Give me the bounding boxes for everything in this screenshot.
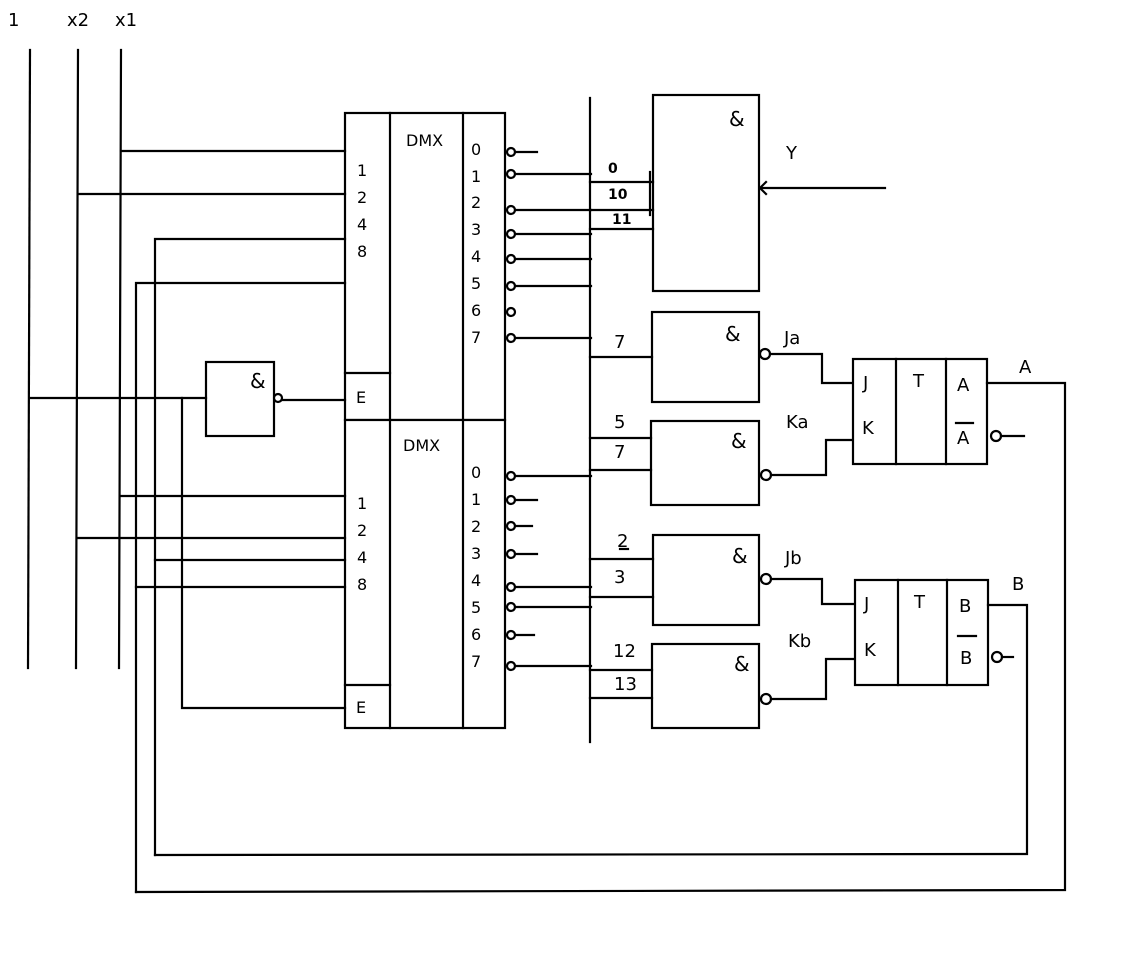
- not-gate: &: [28, 360, 347, 710]
- ff-a-k: K: [862, 418, 875, 439]
- address-wires: [76, 149, 347, 894]
- dmx-top-out-4: 4: [471, 247, 481, 266]
- kb-gate-in-13: 13: [614, 674, 637, 695]
- dmx-bottom-enable: E: [356, 698, 366, 717]
- input-label-x2: x2: [67, 10, 89, 31]
- dmx-bottom-title: DMX: [403, 436, 440, 455]
- dmx-bottom-out-5: 5: [471, 598, 481, 617]
- ff-b-q: B: [959, 596, 971, 617]
- ja-gate-symbol: &: [725, 322, 741, 346]
- dmx-top-addr-1: 1: [357, 161, 367, 180]
- dmx-top-enable: E: [356, 388, 366, 407]
- ff-b-qbar: B: [960, 648, 972, 669]
- dmx-bottom-out-2: 2: [471, 517, 481, 536]
- dmx-bottom-addr-4: 4: [357, 548, 367, 567]
- kb-label: Kb: [788, 631, 811, 652]
- dmx-bottom-out-3: 3: [471, 544, 481, 563]
- dmx-bottom-out-7: 7: [471, 652, 481, 671]
- ff-a-qbar: A: [957, 428, 970, 449]
- ff-a-j: J: [862, 373, 868, 394]
- not-gate-symbol: &: [250, 369, 266, 393]
- y-output-label: Y: [785, 143, 798, 164]
- jb-gate: & 2 3 Jb: [588, 531, 857, 627]
- ff-a-t: T: [912, 371, 925, 392]
- ka-label: Ka: [786, 412, 809, 433]
- y-gate-in-0: 0: [608, 161, 618, 177]
- ka-gate-in-7: 7: [614, 442, 625, 463]
- dmx-top-out-6: 6: [471, 301, 481, 320]
- jb-gate-symbol: &: [732, 544, 748, 568]
- kb-gate-in-12: 12: [613, 641, 636, 662]
- ff-b-output-label: B: [1012, 574, 1024, 595]
- kb-gate-symbol: &: [734, 652, 750, 676]
- dmx-bottom-out-1: 1: [471, 490, 481, 509]
- ff-b-k: K: [864, 640, 877, 661]
- ff-b-j: J: [863, 594, 869, 615]
- dmx-top-out-0: 0: [471, 140, 481, 159]
- jb-gate-in-3: 3: [614, 567, 625, 588]
- dmx-top-out-7: 7: [471, 328, 481, 347]
- jb-label: Jb: [784, 548, 802, 569]
- rail-1: [26, 48, 32, 670]
- dmx-top: DMX 1 2 4 8 E 0 1 2 3 4 5 6 7: [343, 111, 507, 422]
- dmx-bottom-addr-2: 2: [357, 521, 367, 540]
- ja-gate: & 7 Ja: [588, 310, 855, 404]
- dmx-bottom-addr-1: 1: [357, 494, 367, 513]
- dmx-bottom-out-0: 0: [471, 463, 481, 482]
- dmx-bottom: DMX 1 2 4 8 E 0 1 2 3 4 5 6 7: [343, 418, 507, 730]
- dmx-top-addr-4: 4: [357, 215, 367, 234]
- y-gate: & 0 10 11 Y: [588, 93, 887, 293]
- dmx-top-out-1: 1: [471, 167, 481, 186]
- dmx-top-out-2: 2: [471, 193, 481, 212]
- dmx-top-title: DMX: [406, 131, 443, 150]
- ka-gate-in-5: 5: [614, 412, 625, 433]
- rail-x2: [74, 48, 80, 670]
- rail-x1: [117, 48, 123, 670]
- dmx-top-out-3: 3: [471, 220, 481, 239]
- dmx-bottom-out-6: 6: [471, 625, 481, 644]
- input-label-x1: x1: [115, 10, 137, 31]
- ka-gate: & 5 7 Ka: [588, 412, 855, 507]
- dmx-bottom-out-4: 4: [471, 571, 481, 590]
- dmx-top-out-5: 5: [471, 274, 481, 293]
- jb-gate-in-2: 2: [617, 531, 628, 552]
- y-gate-in-10: 10: [608, 187, 628, 203]
- flip-flop-b: J K T B B B: [153, 574, 1029, 857]
- ff-a-output-label: A: [1019, 357, 1032, 378]
- dmx-bottom-addr-8: 8: [357, 575, 367, 594]
- ff-b-t: T: [913, 592, 926, 613]
- ff-a-q: A: [957, 375, 970, 396]
- flip-flop-a: J K T A A A: [134, 357, 1067, 894]
- ka-gate-symbol: &: [731, 429, 747, 453]
- input-label-1: 1: [8, 10, 19, 31]
- ja-gate-in-7: 7: [614, 332, 625, 353]
- y-gate-symbol: &: [729, 107, 745, 131]
- dmx-output-pins: [505, 146, 593, 672]
- kb-gate: & 12 13 Kb: [588, 631, 857, 730]
- dmx-top-addr-8: 8: [357, 242, 367, 261]
- y-gate-in-11: 11: [612, 212, 631, 228]
- ja-label: Ja: [783, 328, 800, 349]
- dmx-top-addr-2: 2: [357, 188, 367, 207]
